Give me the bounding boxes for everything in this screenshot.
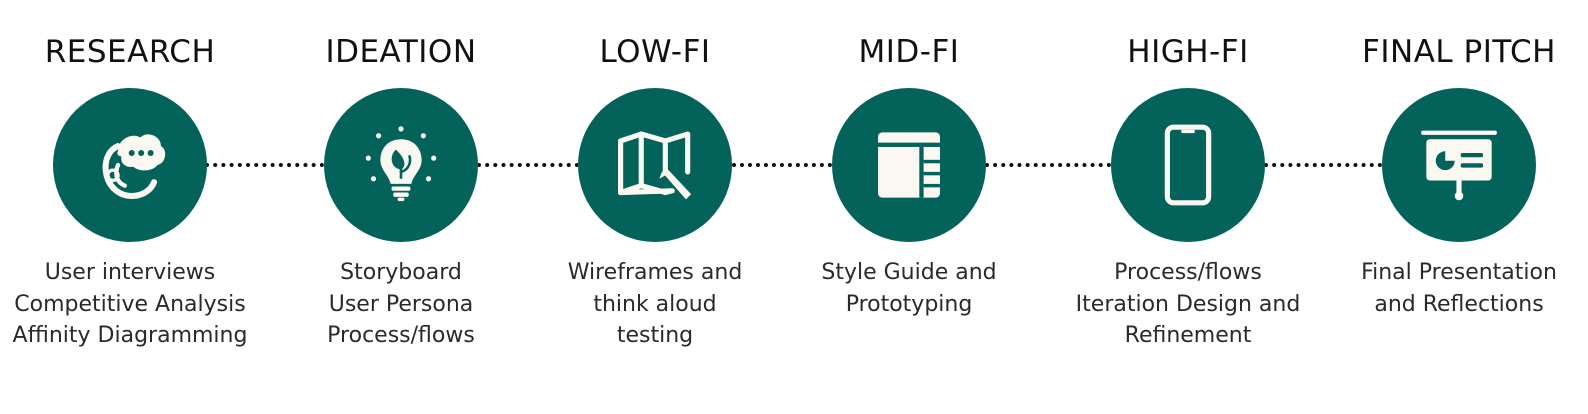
lightbulb-leaf-icon [365, 126, 437, 202]
stage-icon-circle [832, 88, 986, 242]
stage-high-fi: HIGH-FI Process/flows Iteration Design a… [1048, 0, 1328, 414]
stage-research: RESEARCH User interviews Competitive Ana… [0, 0, 270, 414]
stage-title: MID-FI [858, 34, 960, 70]
connector-line [477, 163, 579, 167]
stage-description: Process/flows Iteration Design and Refin… [1075, 260, 1301, 348]
stage-description: Storyboard User Persona Process/flows [327, 260, 475, 348]
connector-line [205, 163, 324, 167]
stage-title: FINAL PITCH [1362, 34, 1556, 70]
stage-title: IDEATION [325, 34, 477, 70]
smartphone-icon [1164, 124, 1212, 206]
connector-line [1264, 163, 1382, 167]
stage-description: User interviews Competitive Analysis Aff… [12, 260, 248, 348]
stage-description: Style Guide and Prototyping [821, 260, 997, 317]
stage-ideation: IDEATION Storyboard User Persona Process… [261, 0, 541, 414]
stage-icon-circle [324, 88, 478, 242]
layout-grid-icon [878, 132, 940, 198]
map-pencil-icon [618, 131, 692, 200]
stage-low-fi: LOW-FI Wireframes and think aloud testin… [515, 0, 795, 414]
stage-title: HIGH-FI [1127, 34, 1249, 70]
stage-description: Wireframes and think aloud testing [567, 260, 743, 348]
stage-icon-circle [1382, 88, 1536, 242]
stage-icon-circle [578, 88, 732, 242]
stage-title: RESEARCH [44, 34, 216, 70]
stage-description: Final Presentation and Reflections [1361, 260, 1557, 317]
connector-line [732, 163, 832, 167]
stage-icon-circle [1111, 88, 1265, 242]
stage-icon-circle [53, 88, 207, 242]
stage-final-pitch: FINAL PITCH Final Presentation and Refle… [1319, 0, 1588, 414]
stage-mid-fi: MID-FI Style Guide and Prototyping [769, 0, 1049, 414]
connector-line [985, 163, 1111, 167]
presentation-board-icon [1421, 130, 1497, 201]
stage-title: LOW-FI [599, 34, 711, 70]
user-chat-bubble-icon [102, 134, 166, 199]
